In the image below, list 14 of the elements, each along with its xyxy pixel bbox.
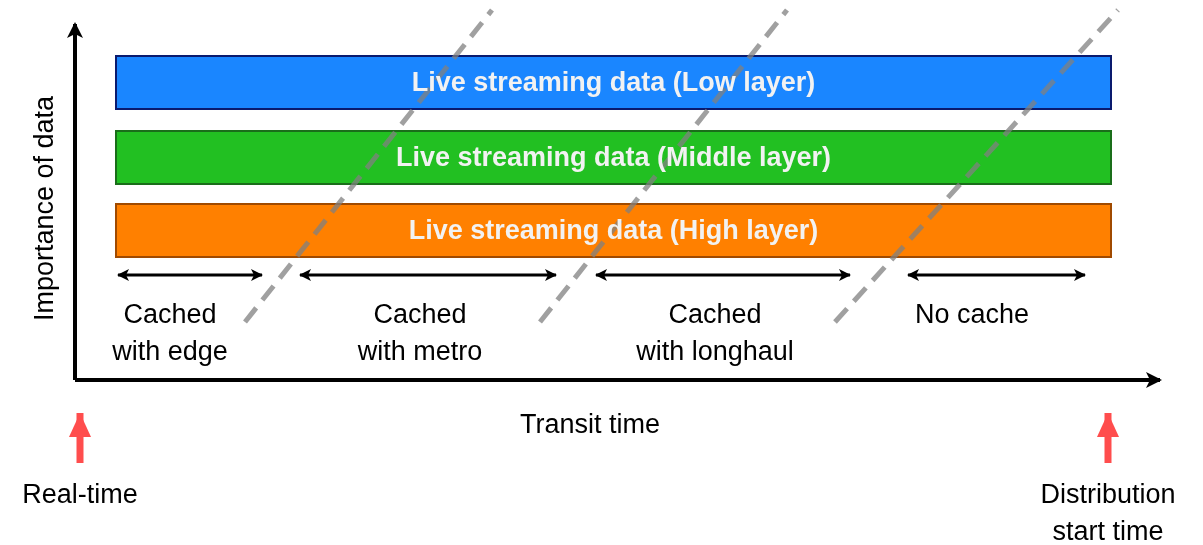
time-label: Real-time (0, 476, 160, 513)
span-label: No cache (913, 298, 1031, 331)
bar-label: Live streaming data (Low layer) (411, 67, 816, 98)
bar-label: Live streaming data (Middle layer) (395, 142, 832, 173)
axis-title: Transit time (519, 408, 661, 441)
span-label: Cached with metro (356, 298, 484, 368)
layer-bar (115, 55, 1112, 110)
span-label: Cached with longhaul (635, 298, 795, 368)
layer-bar (115, 130, 1112, 185)
bar-label: Live streaming data (High layer) (408, 215, 819, 246)
span-label: Cached with edge (111, 298, 229, 368)
axis-title: Importance of data (27, 94, 60, 324)
layer-bar (115, 203, 1112, 258)
time-label: Distribution start time (1018, 476, 1198, 545)
